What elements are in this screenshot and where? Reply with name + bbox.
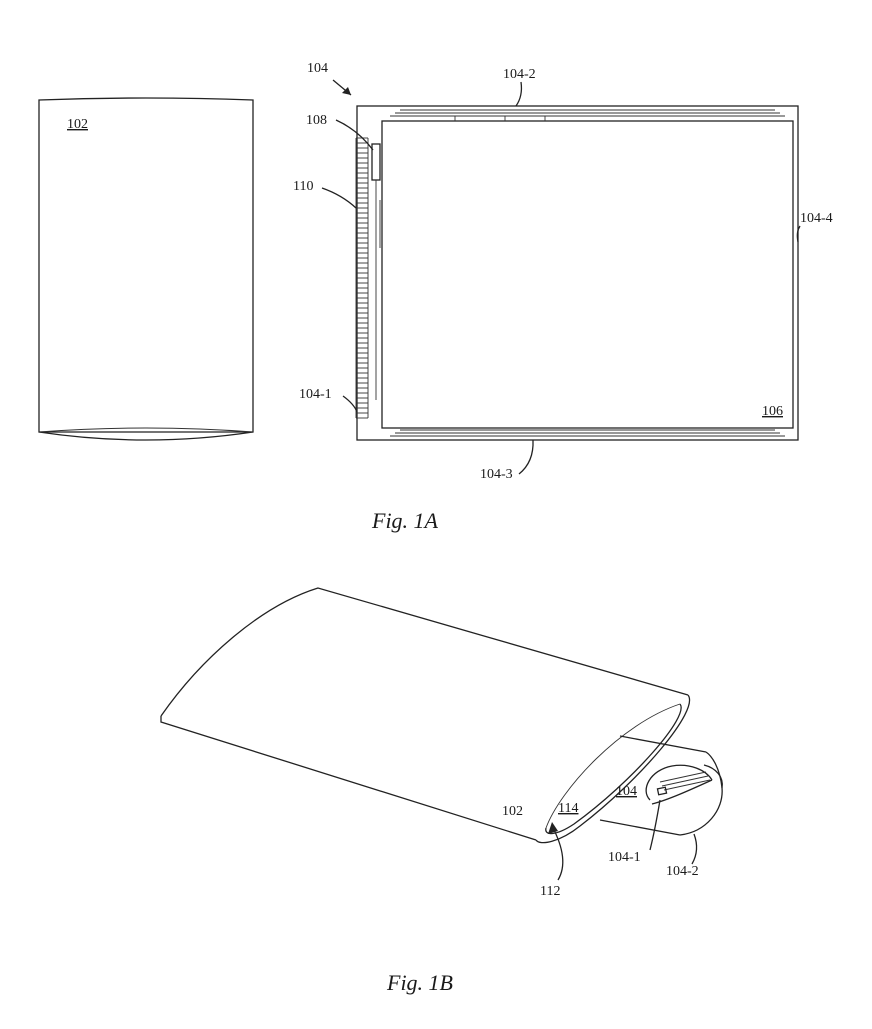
arrow-112: [548, 822, 558, 834]
leader-112: [551, 825, 564, 881]
sleeve-102-flat: [38, 97, 254, 441]
label-110: 110: [293, 179, 313, 194]
caption-fig-1a: Fig. 1A: [371, 508, 439, 533]
label-104-1-fig1a: 104-1: [299, 387, 332, 402]
fig-1a: 102 104 104-2 108: [38, 61, 833, 533]
segments-110: [355, 137, 369, 419]
label-104-fig1a: 104: [307, 61, 328, 76]
caption-fig-1b: Fig. 1B: [386, 970, 453, 995]
label-104-4: 104-4: [800, 211, 833, 226]
leader-104-2: [515, 81, 523, 107]
leader-104-4: [796, 225, 801, 243]
leader-104-1: [342, 395, 358, 413]
label-106: 106: [762, 404, 783, 419]
leader-104-3: [518, 439, 534, 475]
leader-110: [321, 187, 357, 209]
label-104-3: 104-3: [480, 467, 513, 482]
device-104-frame: [356, 105, 799, 441]
fig-1b: 102 114 104 104-1 104-2 112 Fig. 1B: [160, 587, 723, 995]
sleeve-102-perspective: [160, 587, 691, 844]
label-104-2-fig1b: 104-2: [666, 864, 699, 879]
label-114: 114: [558, 801, 578, 816]
leader-108: [335, 119, 374, 151]
label-102-fig1b: 102: [502, 804, 523, 819]
leader-104-2-fig1b: [691, 833, 698, 865]
leader-104-1-fig1b: [649, 799, 661, 851]
label-102-fig1a: 102: [67, 117, 88, 132]
device-104-rolled: [599, 735, 723, 836]
label-104-2-fig1a: 104-2: [503, 67, 536, 82]
label-104-1-fig1b: 104-1: [608, 850, 641, 865]
label-104-fig1b: 104: [616, 784, 637, 799]
label-108: 108: [306, 113, 327, 128]
arrow-104: [342, 87, 351, 95]
label-112: 112: [540, 884, 560, 899]
